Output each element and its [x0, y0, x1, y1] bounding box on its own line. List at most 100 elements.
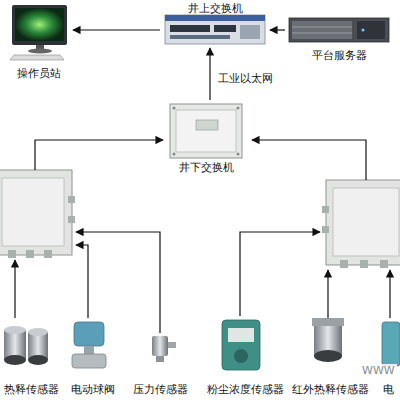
valve-icon [74, 322, 104, 346]
switch-device [165, 15, 265, 21]
node-label: 平台服务器 [312, 49, 367, 62]
substation-box [326, 180, 400, 265]
explosion-proof-box [173, 153, 176, 156]
substation-box [322, 180, 400, 268]
monitor-icon [10, 55, 64, 60]
signal-wire [76, 245, 88, 318]
substation-box [68, 216, 75, 223]
substation-box [2, 178, 64, 246]
explosion-proof-box [237, 107, 240, 110]
substation-box [0, 170, 72, 255]
explosion-proof-box [176, 110, 236, 152]
switch-device [170, 25, 210, 32]
sensor-icon [382, 322, 400, 366]
explosion-proof-box [196, 120, 218, 130]
signal-wire [389, 270, 390, 318]
substation-box [68, 196, 75, 203]
pyroelectric-sensor [4, 326, 26, 334]
pressure-sensor [152, 336, 168, 356]
signal-wire [35, 140, 366, 180]
server-device [289, 18, 389, 42]
server-device [292, 33, 352, 34]
valve-icon [84, 346, 94, 354]
switch-device [165, 15, 265, 44]
signal-wire [35, 140, 163, 170]
network-link [73, 29, 160, 30]
monitor-icon [15, 8, 64, 41]
valve-icon [72, 354, 106, 368]
monitor-icon [12, 5, 67, 45]
pressure-sensor [168, 342, 176, 348]
server-device [292, 21, 352, 39]
node-label: 压力传感器 [133, 383, 188, 396]
network-link [209, 48, 210, 100]
substation-box [360, 260, 368, 268]
substation-box [322, 206, 329, 213]
pyroelectric-sensor [4, 326, 48, 365]
signal-wire [14, 260, 15, 318]
pyroelectric-sensor [28, 355, 48, 365]
switch-device [170, 35, 230, 39]
pyroelectric-sensor [314, 350, 342, 362]
node-label: 井下交换机 [179, 161, 234, 174]
server-device [289, 18, 389, 42]
substation-box [322, 226, 329, 233]
node-label: 井上交换机 [188, 2, 243, 15]
substation-box [380, 260, 388, 268]
link-label: 工业以太网 [216, 72, 275, 85]
server-device [357, 21, 385, 39]
switch-node: 井下交换机 [165, 100, 247, 176]
station-node: 操作员站 [5, 2, 73, 82]
sensor-icon [382, 322, 400, 366]
dust-sensor [228, 328, 254, 342]
node-label: 操作员站 [17, 67, 61, 80]
pyroelectric-sensor [312, 318, 344, 326]
server-device [292, 27, 352, 28]
node-label: 红外热释传感器 [292, 383, 369, 396]
sensor-node: 压力传感器 [130, 312, 191, 398]
node-label: 粉尘浓度传感器 [207, 383, 284, 396]
pyroelectric-sensor [312, 318, 344, 362]
dust-sensor [222, 320, 260, 370]
pyroelectric-sensor [4, 355, 26, 365]
monitor-icon [10, 5, 67, 60]
signal-wire [240, 232, 320, 316]
valve-icon [72, 322, 106, 368]
explosion-proof-box [170, 104, 242, 158]
sensor-node: 电 [379, 312, 398, 398]
monitor-icon [28, 49, 52, 54]
network-link [270, 29, 285, 30]
pyroelectric-sensor [28, 328, 48, 336]
substation-box [44, 250, 52, 258]
substation-box [333, 188, 399, 256]
node-label: 热释传感器 [4, 383, 59, 396]
signal-wire [15, 232, 390, 333]
explosion-proof-box [170, 104, 242, 158]
signal-wire [327, 270, 328, 318]
switch-device [240, 25, 260, 39]
sensor-node: 红外热释传感器 [289, 312, 372, 398]
valve-node: 电动球阀 [66, 312, 120, 398]
node-label: 电 [383, 383, 394, 396]
server-device [362, 29, 365, 32]
switch-device [165, 15, 265, 44]
substation-box [26, 250, 34, 258]
pressure-sensor [156, 356, 164, 362]
sensor-node: 热释传感器 [2, 312, 63, 398]
dust-sensor [234, 349, 248, 363]
pressure-sensor [152, 336, 176, 362]
sensor-node: 粉尘浓度传感器 [203, 312, 287, 398]
dust-sensor [222, 320, 260, 370]
explosion-proof-box [173, 107, 176, 110]
substation-box [8, 250, 16, 258]
node-label: 电动球阀 [71, 383, 115, 396]
switch-device [214, 25, 236, 32]
switch-node: 井上交换机 [160, 0, 270, 48]
signal-wire [76, 232, 160, 333]
substation-box [340, 260, 348, 268]
server-node: 平台服务器 [285, 14, 393, 64]
explosion-proof-box [237, 153, 240, 156]
watermark: WWW [360, 364, 397, 377]
signal-wire [252, 140, 366, 180]
